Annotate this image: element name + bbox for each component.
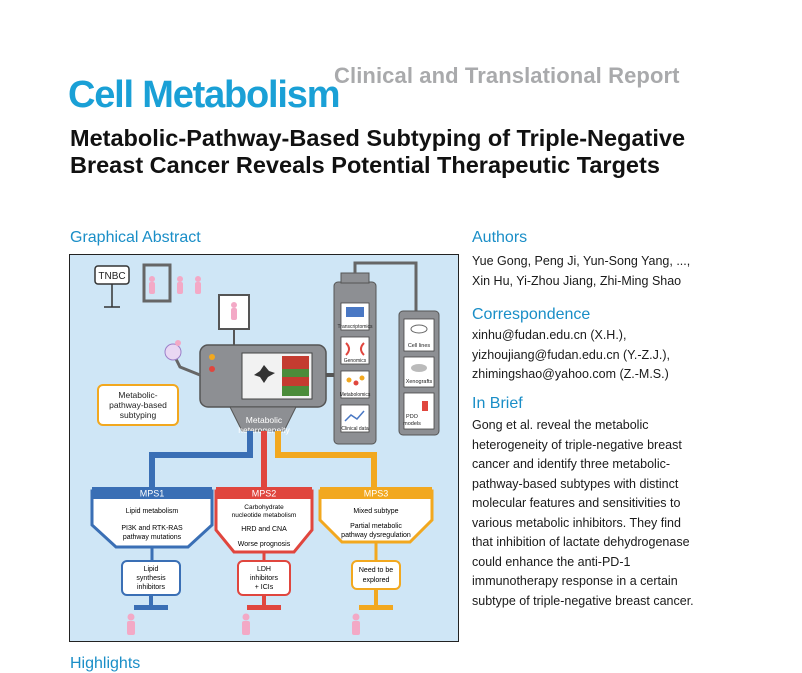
tnbc-label: TNBC	[98, 271, 125, 282]
tower-cable	[353, 261, 418, 311]
journal-name: Cell Metabolism	[68, 74, 340, 116]
machine-funnel	[229, 406, 297, 432]
authors-line: Xin Hu, Yi-Zhou Jiang, Zhi-Ming Shao	[472, 273, 682, 288]
mps3-feature-2: Partial metabolic	[350, 523, 402, 530]
subtyping-text-1: Metabolic-	[118, 390, 157, 400]
correspondence-list: xinhu@fudan.edu.cn (X.H.), yizhoujiang@f…	[472, 326, 670, 385]
omics-label-genomics: Genomics	[344, 358, 367, 364]
omics-label-metabolomics: Metabolomics	[340, 392, 371, 398]
pipe-mps1	[149, 431, 253, 487]
mps3-feature-1: Mixed subtype	[353, 508, 398, 515]
mps2-label: MPS2	[252, 489, 277, 499]
mps3-therapy-1: Need to be	[359, 567, 393, 574]
patient-figures	[149, 276, 201, 294]
in-brief-line: subtype of triple-negative breast cancer…	[472, 593, 694, 608]
heterogeneity-label-2: heterogeneity	[238, 425, 290, 435]
in-brief-heading: In Brief	[472, 395, 523, 412]
graphical-abstract-heading: Graphical Abstract	[70, 229, 201, 246]
in-brief-line: that inhibition of lactate dehydrogenase	[472, 535, 690, 549]
in-brief-line: Gong et al. reveal the metabolic	[472, 418, 649, 432]
pipe-mps3	[275, 431, 377, 487]
mps3-feature-3: pathway dysregulation	[341, 532, 411, 539]
article-type: Clinical and Translational Report	[334, 63, 680, 88]
in-brief-line: molecular features and sensitivities to	[472, 496, 681, 510]
in-brief-line: could enhance the anti-PD-1	[472, 554, 631, 569]
authors-line: Yue Gong, Peng Ji, Yun-Song Yang, ...,	[472, 254, 691, 268]
subtyping-text-2: pathway-based	[109, 400, 167, 410]
correspondence-heading: Correspondence	[472, 306, 591, 323]
in-brief-line: cancer and identify three metabolic-	[472, 457, 671, 471]
in-brief-line: immunotherapy response in a certain	[472, 574, 678, 588]
correspondence-email[interactable]: xinhu@fudan.edu.cn (X.H.),	[472, 328, 627, 342]
in-brief-line: pathway-based subtypes with distinct	[472, 476, 679, 491]
models-label-pdo: PDO	[406, 414, 419, 420]
tumor-icon	[254, 365, 275, 383]
mps2-therapy-1: LDH	[257, 566, 271, 573]
authors-heading: Authors	[472, 229, 528, 246]
correspondence-email[interactable]: yizhoujiang@fudan.edu.cn (Y.-Z.J.),	[472, 347, 670, 362]
in-brief-line: various metabolic inhibitors. They find	[472, 515, 681, 530]
mps1-feature-1: Lipid metabolism	[126, 508, 179, 515]
in-brief-line: heterogeneity of triple-negative breast	[472, 437, 682, 452]
mps1-therapy-1: Lipid	[144, 566, 159, 573]
correspondence-email[interactable]: zhimingshao@yahoo.com (Z.-M.S.)	[472, 367, 669, 381]
highlights-heading: Highlights	[70, 655, 141, 672]
mps3-therapy-box	[351, 560, 401, 590]
models-label-xenografts: Xenografts	[406, 379, 433, 385]
mps1-therapy-3: inhibitors	[137, 584, 166, 591]
outcome-patients	[127, 613, 360, 635]
mps2-feature-4: Worse prognosis	[238, 541, 291, 548]
authors-list: Yue Gong, Peng Ji, Yun-Song Yang, ..., X…	[472, 252, 690, 291]
graphical-abstract: TNBC Metabolic heterogeneity Metabolic- …	[69, 254, 459, 642]
article-title: Metabolic-Pathway-Based Subtyping of Tri…	[70, 125, 686, 178]
models-label-cell-lines: Cell lines	[408, 343, 431, 349]
mps1-therapy-2: synthesis	[136, 575, 166, 582]
omics-label-transcriptomics: Transcriptomics	[337, 324, 373, 330]
omics-label-clinical: Clinical data	[341, 426, 368, 432]
subtyping-text-3: subtyping	[120, 410, 157, 420]
subtyping-box	[97, 384, 179, 426]
mps1-label: MPS1	[140, 489, 165, 499]
mps2-therapy-3: + ICIs	[255, 584, 274, 591]
mps3-therapy-2: explored	[363, 577, 390, 584]
heterogeneity-label-1: Metabolic	[246, 415, 283, 425]
mps1-feature-2: PI3K and RTK-RAS	[121, 525, 183, 532]
mps2-feature-2: nucleotide metabolism	[232, 512, 297, 519]
mps2-feature-3: HRD and CNA	[241, 526, 287, 533]
mps2-feature-1: Carbohydrate	[244, 504, 284, 511]
mps1-feature-3: pathway mutations	[123, 534, 182, 541]
mps3-label: MPS3	[364, 489, 389, 499]
in-brief-text: Gong et al. reveal the metabolic heterog…	[472, 416, 694, 611]
models-label-models: models	[403, 421, 421, 427]
mps2-therapy-2: inhibitors	[250, 575, 279, 582]
scanner-gate	[142, 263, 172, 303]
data-orb	[164, 343, 182, 361]
